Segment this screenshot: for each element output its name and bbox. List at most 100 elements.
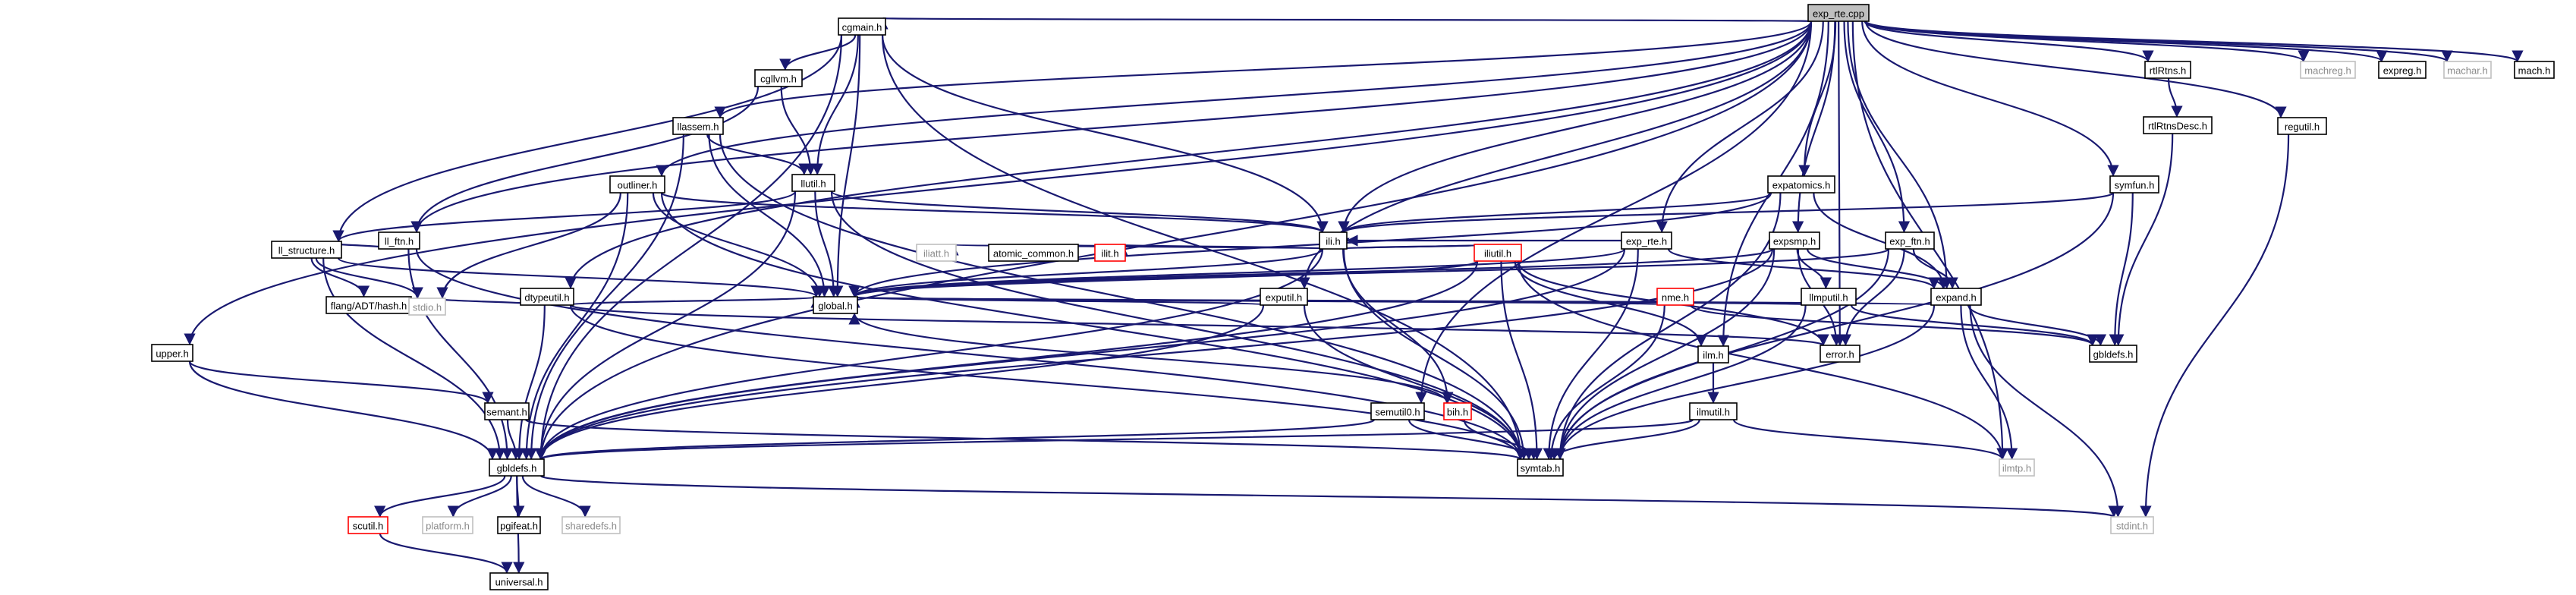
node-pgifeat[interactable]: pgifeat.h bbox=[497, 516, 541, 534]
node-cgmain[interactable]: cgmain.h bbox=[838, 17, 886, 36]
node-ilmtp[interactable]: ilmtp.h bbox=[1999, 458, 2035, 477]
edge-gbldefs_main-to-platform bbox=[447, 475, 512, 518]
node-universal[interactable]: universal.h bbox=[489, 572, 549, 590]
node-stdio[interactable]: stdio.h bbox=[408, 298, 446, 316]
node-expand[interactable]: expand.h bbox=[1930, 288, 1982, 306]
node-platform[interactable]: platform.h bbox=[422, 516, 473, 534]
node-label: ilm.h bbox=[1703, 350, 1723, 361]
edge-iliutil-to-global bbox=[848, 260, 1479, 298]
node-label: scutil.h bbox=[353, 521, 383, 532]
node-box bbox=[1807, 4, 1870, 22]
node-label: exputil.h bbox=[1266, 292, 1302, 304]
node-dtypeutil[interactable]: dtypeutil.h bbox=[520, 288, 574, 306]
edge-exp_rte_cpp-to-expreg bbox=[1864, 20, 2388, 63]
edge-gbldefs_main-to-sharedefs bbox=[521, 475, 591, 518]
node-illmputil[interactable]: llmputil.h bbox=[1801, 288, 1857, 306]
node-box bbox=[2300, 61, 2356, 79]
edge-ilmutil-to-gbldefs_main bbox=[536, 418, 1694, 461]
node-label: stdint.h bbox=[2116, 521, 2148, 532]
node-label: machreg.h bbox=[2304, 65, 2351, 77]
edge-exp_rte_cpp-to-ll_ftn bbox=[410, 20, 1813, 233]
edge-expand-to-stdint bbox=[1969, 304, 2125, 518]
node-machreg[interactable]: machreg.h bbox=[2300, 61, 2356, 79]
node-iliatt[interactable]: iliatt.h bbox=[916, 244, 957, 262]
node-ilmutil[interactable]: ilmutil.h bbox=[1689, 402, 1738, 420]
node-mach[interactable]: mach.h bbox=[2514, 61, 2555, 79]
node-box bbox=[754, 69, 803, 87]
node-symtab[interactable]: symtab.h bbox=[1517, 458, 1564, 477]
node-label: sharedefs.h bbox=[565, 521, 617, 532]
node-label: ili.h bbox=[1326, 236, 1341, 247]
node-semant[interactable]: semant.h bbox=[484, 402, 530, 420]
node-symfun[interactable]: symfun.h bbox=[2109, 175, 2159, 194]
node-llutil[interactable]: llutil.h bbox=[791, 174, 835, 192]
node-scutil[interactable]: scutil.h bbox=[348, 516, 388, 534]
node-label: ilmtp.h bbox=[2002, 463, 2031, 474]
node-label: regutil.h bbox=[2285, 121, 2320, 133]
node-box bbox=[672, 117, 724, 135]
node-ilit[interactable]: ilit.h bbox=[1094, 244, 1126, 262]
node-error[interactable]: error.h bbox=[1820, 345, 1860, 363]
node-box bbox=[2110, 516, 2154, 534]
edge-iliutil-to-symtab bbox=[1500, 260, 1543, 460]
node-machar[interactable]: machar.h bbox=[2443, 61, 2492, 79]
node-label: llassem.h bbox=[678, 121, 719, 133]
node-nme[interactable]: nme.h bbox=[1656, 288, 1694, 306]
node-sharedefs[interactable]: sharedefs.h bbox=[561, 516, 621, 534]
edge-exp_rte_h-to-gbldefs_main bbox=[535, 248, 1626, 460]
node-expatomics[interactable]: expatomics.h bbox=[1767, 175, 1835, 194]
node-exputil[interactable]: exputil.h bbox=[1260, 288, 1308, 306]
edge-exputil-to-gbldefs_main bbox=[535, 304, 1265, 460]
edge-llutil-to-ili bbox=[830, 190, 1329, 234]
node-box bbox=[489, 458, 545, 477]
edge-ll_structure-to-flang_adt_hash bbox=[310, 257, 370, 298]
edge-upper-to-semant bbox=[188, 360, 494, 404]
node-ili[interactable]: ili.h bbox=[1319, 231, 1348, 250]
node-ll-ftn[interactable]: ll_ftn.h bbox=[378, 231, 420, 250]
node-bih[interactable]: bih.h bbox=[1443, 402, 1472, 420]
node-expsmp[interactable]: expsmp.h bbox=[1769, 231, 1820, 250]
node-semutil0[interactable]: semutil0.h bbox=[1370, 402, 1425, 420]
node-gbldefs-small[interactable]: gbldefs.h bbox=[2089, 345, 2137, 363]
node-label: atomic_common.h bbox=[993, 248, 1074, 260]
edge-expsmp-to-symtab bbox=[1554, 248, 1776, 460]
node-llassem[interactable]: llassem.h bbox=[672, 117, 724, 135]
edge-upper-to-gbldefs_main bbox=[188, 360, 499, 460]
node-upper[interactable]: upper.h bbox=[151, 344, 193, 362]
node-label: cgllvm.h bbox=[760, 74, 797, 85]
edge-dtypeutil-to-gbldefs_main bbox=[513, 304, 546, 460]
node-expreg[interactable]: expreg.h bbox=[2378, 61, 2427, 79]
edge-dtypeutil-to-global bbox=[569, 295, 822, 309]
node-label: gbldefs.h bbox=[497, 463, 537, 474]
node-label: outliner.h bbox=[618, 180, 658, 191]
node-cgllvm[interactable]: cgllvm.h bbox=[754, 69, 803, 87]
node-iliutil[interactable]: iliutil.h bbox=[1474, 244, 1522, 262]
edge-exp_rte_cpp-to-exputil bbox=[1298, 20, 1813, 289]
edge-semutil0-to-symtab bbox=[1408, 419, 1535, 460]
node-global[interactable]: global.h bbox=[813, 296, 858, 314]
node-ilm[interactable]: ilm.h bbox=[1697, 345, 1729, 364]
node-label: semutil0.h bbox=[1375, 407, 1420, 418]
node-flang-adt-hash[interactable]: flang/ADT/hash.h bbox=[326, 296, 412, 314]
edge-symfun-to-gbldefs_small bbox=[2109, 192, 2134, 346]
node-outliner[interactable]: outliner.h bbox=[609, 175, 665, 194]
node-rtlRtnsDesc[interactable]: rtlRtnsDesc.h bbox=[2143, 116, 2213, 134]
node-exp-rte-cpp[interactable]: exp_rte.cpp bbox=[1807, 4, 1870, 22]
node-label: upper.h bbox=[156, 348, 188, 360]
node-stdint[interactable]: stdint.h bbox=[2110, 516, 2154, 534]
header-nodes: exp_rte.cpp cgmain.h llassem.h cgllvm.h outl… bbox=[151, 4, 2555, 590]
edge-exp_rte_cpp-to-gbldefs_main bbox=[535, 20, 1813, 460]
node-box bbox=[1769, 231, 1820, 250]
node-gbldefs-main[interactable]: gbldefs.h bbox=[489, 458, 545, 477]
node-label: rtlRtns.h bbox=[2150, 65, 2186, 77]
edge-exp_rte_cpp-to-expand bbox=[1847, 20, 1953, 289]
node-exp-ftn[interactable]: exp_ftn.h bbox=[1885, 231, 1935, 250]
node-regutil[interactable]: regutil.h bbox=[2277, 117, 2327, 135]
node-rtlRtns[interactable]: rtlRtns.h bbox=[2144, 61, 2191, 79]
edge-cgllvm-to-ll_ftn bbox=[410, 86, 760, 233]
node-ll-structure[interactable]: ll_structure.h bbox=[271, 241, 342, 259]
node-atomic-common[interactable]: atomic_common.h bbox=[988, 244, 1079, 262]
edge-exp_ftn-to-error bbox=[1839, 248, 1905, 346]
edge-cgmain-to-gbldefs_main bbox=[535, 34, 843, 460]
node-exp-rte-h[interactable]: exp_rte.h bbox=[1621, 231, 1672, 250]
